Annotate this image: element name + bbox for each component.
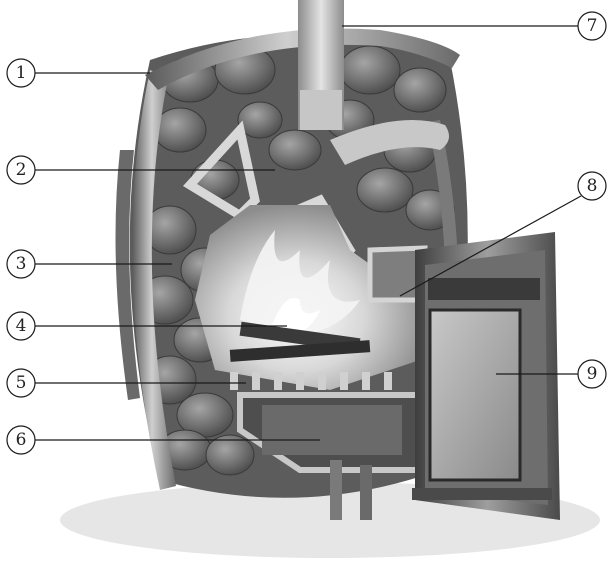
callout-number-4: 4 <box>16 316 27 336</box>
callout-number-6: 6 <box>16 430 27 450</box>
callout-number-3: 3 <box>16 254 27 274</box>
grate-bar <box>252 372 260 390</box>
stone <box>394 68 446 112</box>
door-top-vent <box>428 278 540 300</box>
callout-number-1: 1 <box>16 63 27 83</box>
callout-number-8: 8 <box>587 176 598 196</box>
stone <box>340 46 400 94</box>
callout-number-7: 7 <box>587 16 598 36</box>
stone <box>154 108 206 152</box>
grate-bar <box>384 372 392 390</box>
grate-bar <box>362 372 370 390</box>
stone <box>357 168 413 212</box>
chimney-pipe-inner <box>300 90 342 130</box>
grate-bar <box>340 372 348 390</box>
stove-leg <box>360 465 372 520</box>
callout-1: 1 <box>7 59 150 87</box>
callout-number-5: 5 <box>16 373 27 393</box>
grate-bar <box>318 372 326 390</box>
door-bottom-rail <box>412 488 552 500</box>
stove-leg <box>330 460 342 520</box>
callout-number-2: 2 <box>16 160 27 180</box>
stone <box>206 435 254 475</box>
grate-bar <box>230 372 238 390</box>
grate-bar <box>296 372 304 390</box>
ash-pan-inner <box>262 405 402 455</box>
grate-bar <box>274 372 282 390</box>
glass-door <box>430 310 520 480</box>
stone <box>269 130 321 170</box>
callout-number-9: 9 <box>587 364 598 384</box>
